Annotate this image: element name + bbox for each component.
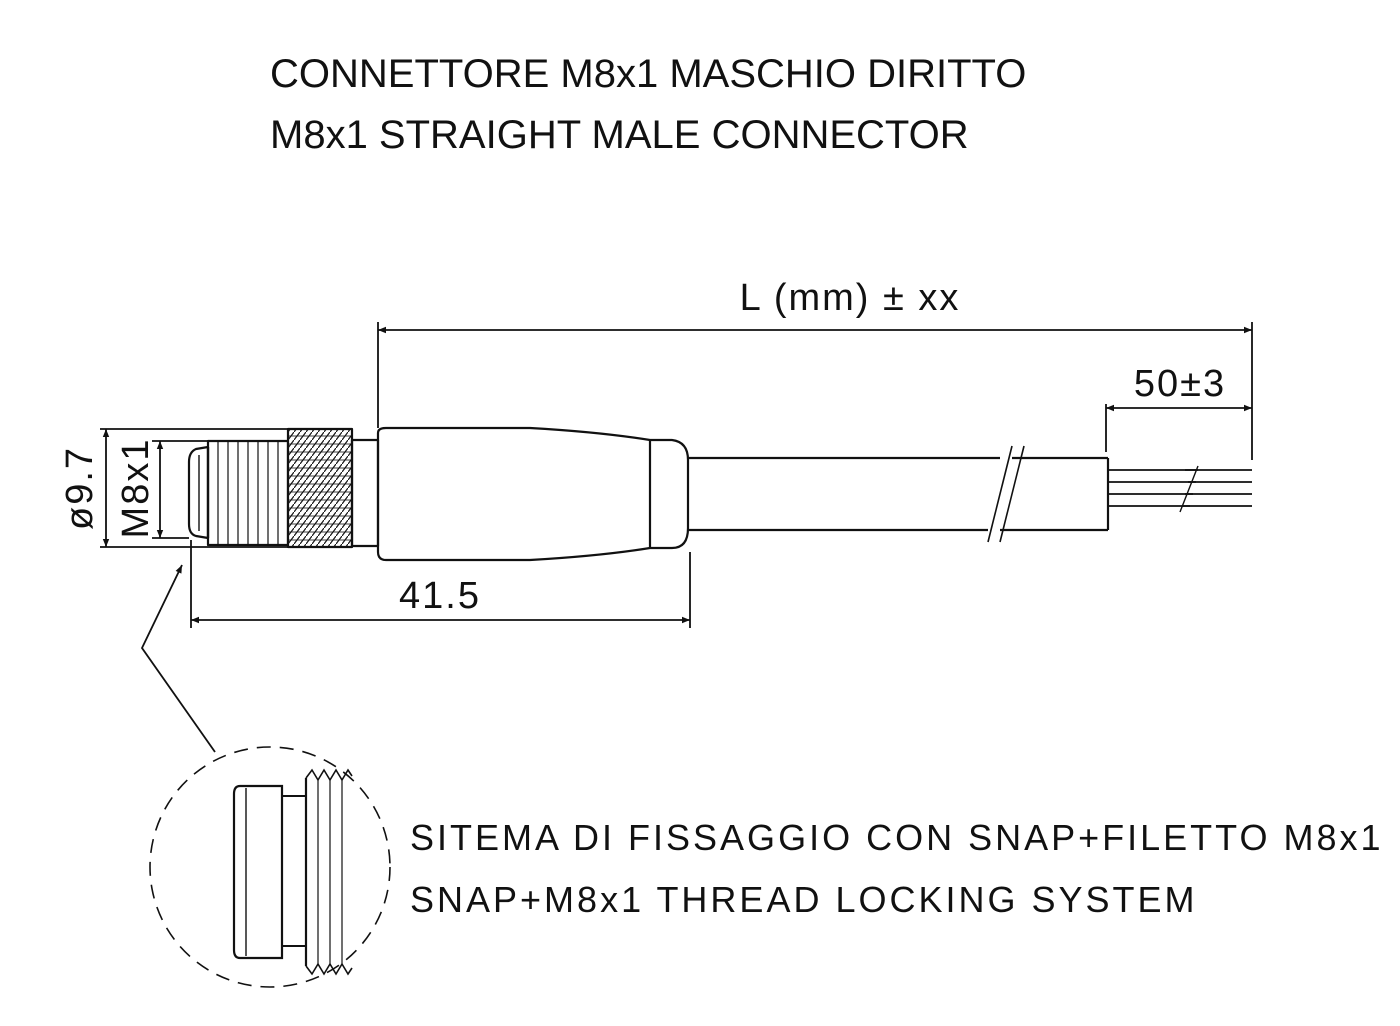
strip-length-label: 50±3 — [1134, 363, 1226, 405]
diameter-label: ø9.7 — [59, 446, 101, 530]
connector-length-label: 41.5 — [399, 575, 481, 617]
length-dimension-label: L (mm) ± xx — [740, 277, 961, 319]
detail-view — [149, 746, 391, 988]
knurled-nut — [286, 427, 354, 549]
title-english: M8x1 STRAIGHT MALE CONNECTOR — [270, 113, 969, 157]
stripped-wires — [1108, 465, 1252, 513]
locking-system-note-english: SNAP+M8x1 THREAD LOCKING SYSTEM — [410, 879, 1198, 920]
thread-size-label: M8x1 — [115, 438, 157, 539]
title-italian: CONNETTORE M8x1 MASCHIO DIRITTO — [270, 52, 1027, 96]
locking-system-note-italian: SITEMA DI FISSAGGIO CON SNAP+FILETTO M8x… — [410, 817, 1384, 858]
connector-body — [376, 426, 690, 562]
snap-ring — [187, 445, 210, 540]
